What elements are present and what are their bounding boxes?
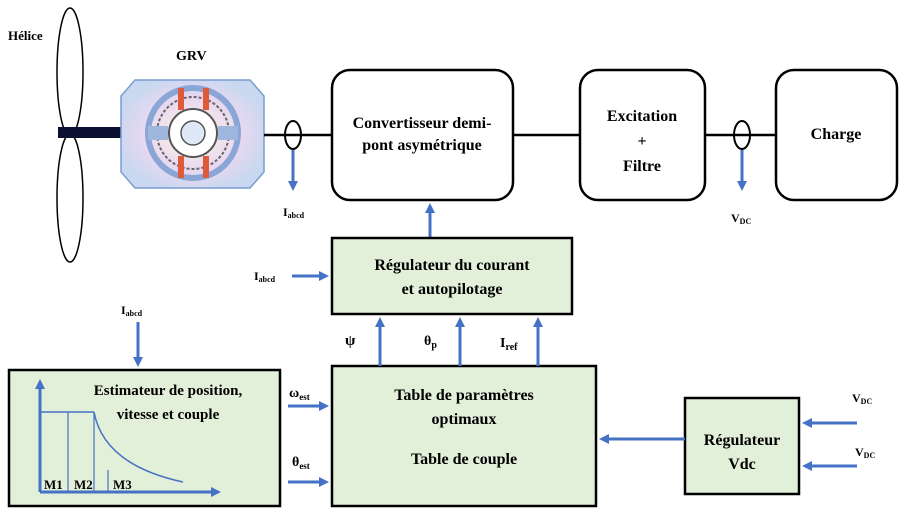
estimateur-block bbox=[7, 368, 282, 508]
convertisseur-block bbox=[330, 68, 515, 202]
regulateur-courant-label-1: Régulateur du courant bbox=[374, 257, 530, 274]
theta-p-label: θp bbox=[424, 334, 437, 351]
curve-line bbox=[93, 411, 184, 483]
grv-image bbox=[120, 79, 265, 189]
vdc-in2-label: VDC bbox=[855, 445, 875, 460]
psi-label: ψ bbox=[345, 333, 356, 349]
current-sensor-ring bbox=[284, 120, 302, 150]
regulateur-courant-label-2: et autopilotage bbox=[402, 281, 503, 298]
convertisseur-label-2: pont asymétrique bbox=[362, 137, 482, 154]
convertisseur-label-1: Convertisseur demi- bbox=[353, 115, 492, 132]
estimateur-label-2: vitesse et couple bbox=[117, 407, 220, 423]
regulateur-courant-block bbox=[330, 236, 574, 316]
estimateur-label-1: Estimateur de position, bbox=[94, 383, 243, 399]
vdc-in1-label: VDC bbox=[852, 391, 872, 406]
omega-est-label: ωest bbox=[289, 386, 310, 402]
excitation-label-3: Filtre bbox=[623, 158, 661, 175]
table-block bbox=[330, 364, 598, 508]
excitation-block bbox=[578, 68, 707, 202]
excitation-label-1: Excitation bbox=[607, 108, 677, 125]
m2-label: M2 bbox=[74, 477, 93, 492]
charge-label: Charge bbox=[811, 126, 862, 143]
table-label-3: Table de couple bbox=[411, 451, 517, 468]
i-ref-label: Iref bbox=[500, 336, 518, 353]
table-label-2: optimaux bbox=[432, 411, 497, 428]
grv-label: GRV bbox=[176, 49, 207, 64]
i-abcd-reg-label: Iabcd bbox=[254, 269, 276, 284]
propeller-blade-top bbox=[56, 7, 84, 137]
regulateur-vdc-block bbox=[683, 396, 801, 496]
m1-label: M1 bbox=[44, 477, 63, 492]
i-abcd-est-label: Iabcd bbox=[121, 303, 143, 318]
regulateur-vdc-label-2: Vdc bbox=[728, 456, 756, 473]
propeller-blade-bottom bbox=[56, 133, 84, 263]
propeller-shaft bbox=[58, 127, 126, 138]
charge-block bbox=[774, 68, 899, 202]
torque-speed-curve bbox=[35, 379, 221, 497]
table-label-1: Table de paramètres bbox=[394, 387, 534, 404]
vdc-out-label: VDC bbox=[731, 211, 751, 226]
i-abcd-main-label: Iabcd bbox=[283, 205, 305, 220]
excitation-label-2: + bbox=[637, 133, 646, 150]
propeller bbox=[56, 7, 126, 263]
m3-label: M3 bbox=[113, 477, 132, 492]
voltage-sensor-ring bbox=[733, 120, 751, 150]
theta-est-label: θest bbox=[292, 455, 310, 471]
helice-label: Hélice bbox=[8, 28, 43, 43]
regulateur-vdc-label-1: Régulateur bbox=[704, 432, 780, 449]
